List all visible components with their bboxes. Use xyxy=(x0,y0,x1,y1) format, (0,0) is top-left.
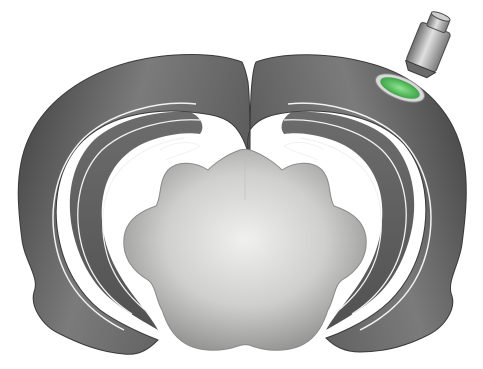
left-outline-ridge xyxy=(160,143,200,160)
central-structure xyxy=(124,149,366,350)
right-outline-ridge xyxy=(284,143,324,160)
microscope-objective-icon xyxy=(403,8,457,80)
